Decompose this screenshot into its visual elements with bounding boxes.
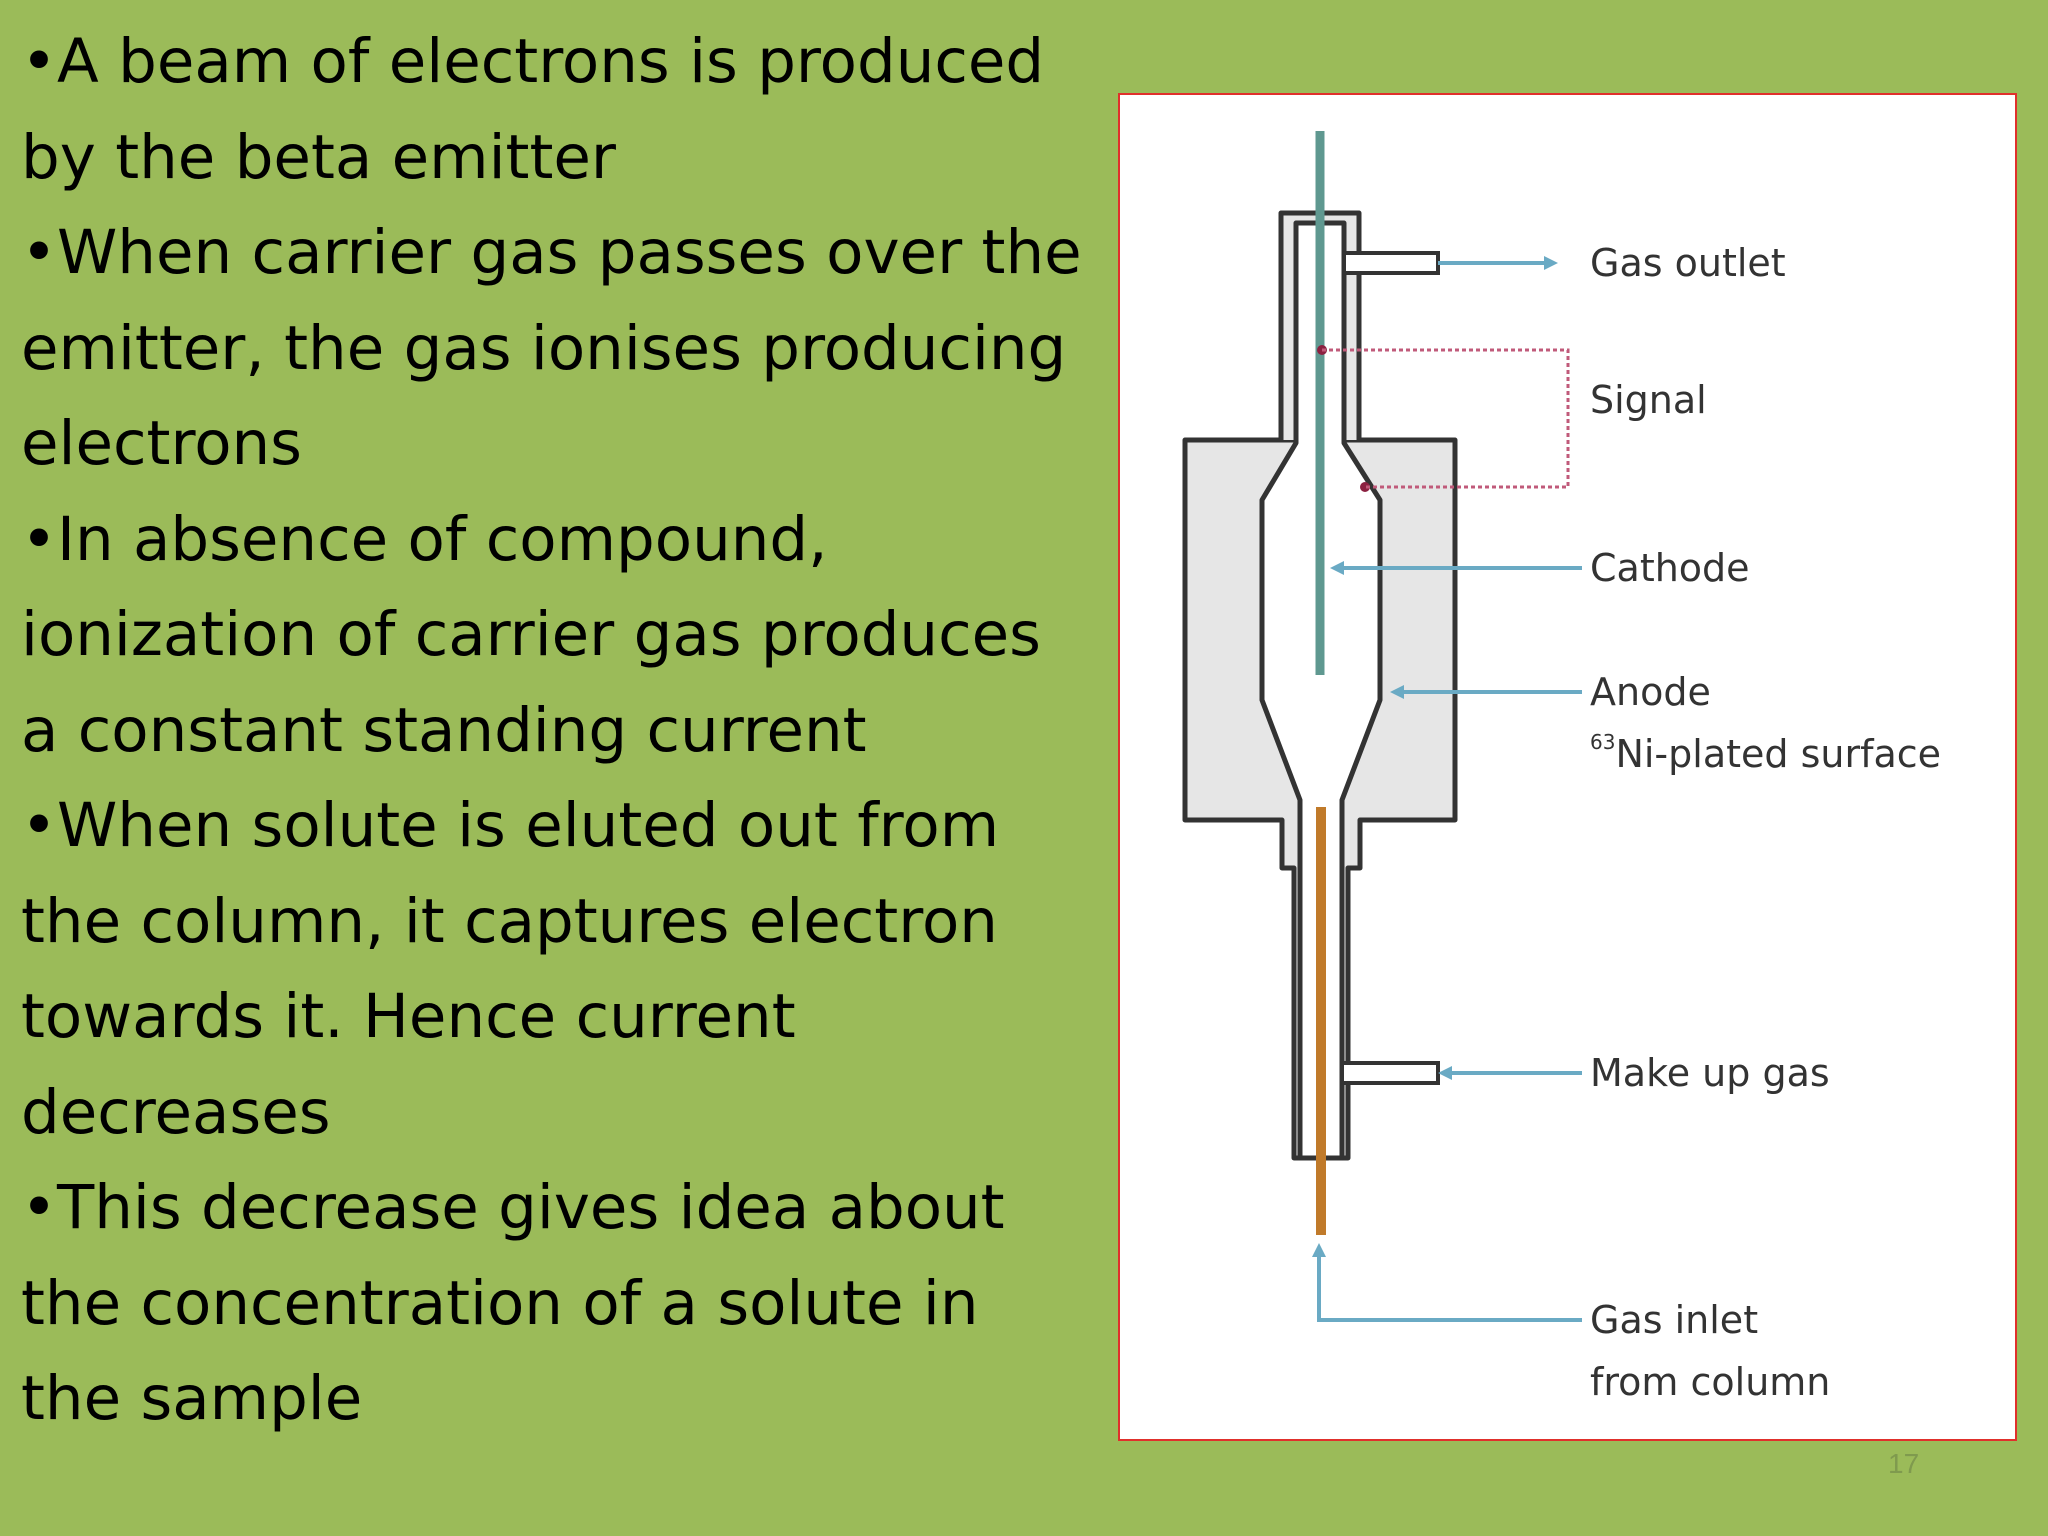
label-ni-plated-surface: 63Ni-plated surface (1590, 730, 1941, 776)
gas-outlet-arrow (1438, 256, 1558, 270)
bullet-text: When solute is eluted out from (56, 790, 1000, 861)
bullet-text: decreases (21, 1076, 331, 1148)
bullet-text: This decrease gives idea about (56, 1172, 1005, 1243)
make-up-gas-pipe (1340, 1061, 1440, 1085)
cathode-arrow (1330, 561, 1582, 575)
ecd-diagram: Gas outlet Signal Cathode Anode 63Ni-pla… (1118, 93, 2017, 1441)
bullet-text: by the beta emitter (21, 121, 616, 193)
bullet-marker: • (21, 217, 57, 288)
bullet-continuation: emitter, the gas ionises producing (21, 301, 1121, 397)
bullet-marker: • (21, 790, 57, 861)
bullet-marker: • (21, 26, 57, 97)
bullet-continuation: decreases (21, 1065, 1121, 1161)
bullet-continuation: electrons (21, 396, 1121, 492)
make-up-gas-arrow (1438, 1066, 1582, 1080)
bullet-text: When carrier gas passes over the (56, 217, 1082, 288)
bullet-text: electrons (21, 408, 302, 479)
bullet-marker: • (21, 503, 57, 575)
bullet-text: the concentration of a solute in (21, 1267, 979, 1339)
label-make-up-gas: Make up gas (1590, 1051, 1830, 1095)
bullet-text: the column, it captures electron (21, 885, 998, 957)
detector-cavity (1259, 220, 1383, 1161)
bullet-continuation: ionization of carrier gas produces (21, 587, 1121, 683)
bullet-item: •This decrease gives idea about (21, 1160, 1121, 1256)
bullet-text: the sample (21, 1363, 363, 1434)
signal-connection (1317, 345, 1570, 492)
label-ni-isotope: 63 (1590, 730, 1615, 754)
gas-inlet-arrow (1312, 1243, 1582, 1322)
gas-outlet-pipe (1342, 251, 1440, 275)
anode-arrow (1390, 685, 1582, 699)
bullet-continuation: the concentration of a solute in (21, 1256, 1121, 1352)
bullet-item: •When solute is eluted out from (21, 778, 1121, 874)
bullet-text: a constant standing current (21, 694, 867, 766)
bullet-marker: • (21, 1172, 57, 1243)
bullet-text: A beam of electrons is produced (56, 26, 1045, 97)
ecd-diagram-svg: Gas outlet Signal Cathode Anode 63Ni-pla… (1182, 131, 1941, 1404)
label-anode: Anode (1590, 670, 1711, 714)
bullet-continuation: the sample (21, 1351, 1121, 1447)
bullet-continuation: by the beta emitter (21, 110, 1121, 206)
slide-number: 17 (1888, 1448, 1920, 1479)
label-from-column: from column (1590, 1360, 1830, 1404)
bullet-item: •In absence of compound, (21, 492, 1121, 588)
bullet-text: In absence of compound, (56, 503, 828, 575)
bullet-text: ionization of carrier gas produces (21, 599, 1041, 670)
bullet-item: •When carrier gas passes over the (21, 205, 1121, 301)
bullet-continuation: towards it. Hence current (21, 969, 1121, 1065)
bullet-continuation: the column, it captures electron (21, 874, 1121, 970)
bullet-text: towards it. Hence current (21, 981, 796, 1052)
bullet-continuation: a constant standing current (21, 683, 1121, 779)
label-gas-outlet: Gas outlet (1590, 241, 1786, 285)
bullet-text: emitter, the gas ionises producing (21, 312, 1067, 384)
label-ni-text: Ni-plated surface (1615, 732, 1941, 776)
label-signal: Signal (1590, 378, 1707, 422)
label-cathode: Cathode (1590, 546, 1750, 590)
label-gas-inlet: Gas inlet (1590, 1298, 1758, 1342)
bullet-item: •A beam of electrons is produced (21, 14, 1121, 110)
